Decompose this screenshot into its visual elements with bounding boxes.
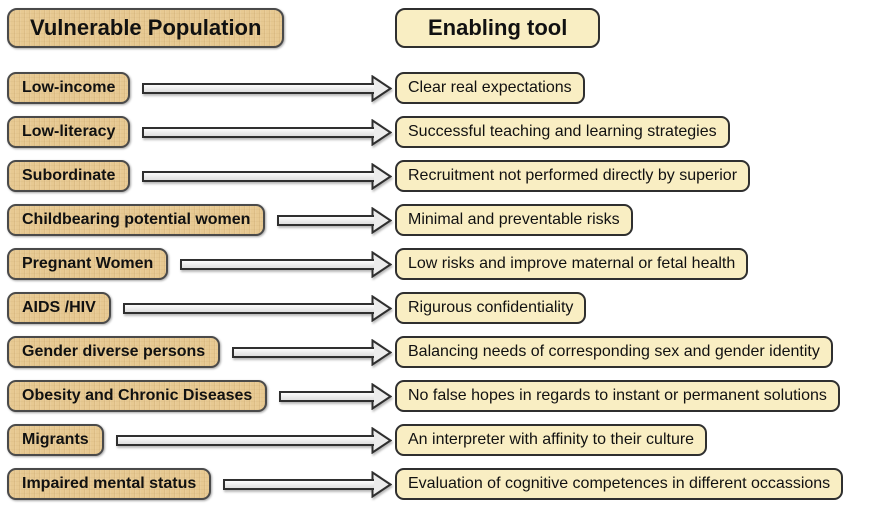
mapping-row: Migrants An interpreter with affinity to… [7, 424, 879, 456]
mapping-row: Impaired mental status Evaluation of cog… [7, 468, 879, 500]
population-tool-mapping-diagram: Vulnerable Population Enabling tool Low-… [7, 8, 879, 512]
right-arrow-icon [115, 426, 392, 454]
right-arrow-icon [122, 294, 392, 322]
tool-box: Evaluation of cognitive competences in d… [395, 468, 844, 500]
tool-box: Balancing needs of corresponding sex and… [395, 336, 833, 368]
population-box: Impaired mental status [7, 468, 212, 500]
tool-box: Rigurous confidentiality [395, 292, 587, 324]
population-box: Subordinate [7, 160, 131, 192]
right-arrow-icon [279, 382, 392, 410]
mapping-row: Subordinate Recruitment not performed di… [7, 160, 879, 192]
mapping-row: Low-income Clear real expectations [7, 72, 879, 104]
population-box: AIDS /HIV [7, 292, 111, 324]
right-arrow-icon [223, 470, 392, 498]
tool-box: No false hopes in regards to instant or … [395, 380, 840, 412]
tool-box: Successful teaching and learning strateg… [395, 116, 730, 148]
tool-box: Recruitment not performed directly by su… [395, 160, 751, 192]
population-box: Obesity and Chronic Diseases [7, 380, 268, 412]
right-arrow-icon [180, 250, 392, 278]
population-column-header: Vulnerable Population [7, 8, 285, 48]
right-arrow-icon [142, 162, 392, 190]
mapping-row: Childbearing potential women Minimal and… [7, 204, 879, 236]
population-box: Childbearing potential women [7, 204, 266, 236]
tool-box: Minimal and preventable risks [395, 204, 633, 236]
header-row: Vulnerable Population Enabling tool [7, 8, 879, 48]
mapping-row: Gender diverse persons Balancing needs o… [7, 336, 879, 368]
tool-box: Low risks and improve maternal or fetal … [395, 248, 749, 280]
tool-column-header: Enabling tool [395, 8, 601, 48]
mapping-row: Obesity and Chronic Diseases No false ho… [7, 380, 879, 412]
mapping-row: Low-literacy Successful teaching and lea… [7, 116, 879, 148]
right-arrow-icon [232, 338, 392, 366]
population-box: Pregnant Women [7, 248, 169, 280]
tool-box: Clear real expectations [395, 72, 585, 104]
right-arrow-icon [142, 74, 392, 102]
population-box: Low-literacy [7, 116, 131, 148]
right-arrow-icon [142, 118, 392, 146]
tool-box: An interpreter with affinity to their cu… [395, 424, 708, 456]
population-box: Low-income [7, 72, 131, 104]
population-box: Gender diverse persons [7, 336, 221, 368]
mapping-row: AIDS /HIV Rigurous confidentiality [7, 292, 879, 324]
population-box: Migrants [7, 424, 104, 456]
mapping-row: Pregnant Women Low risks and improve mat… [7, 248, 879, 280]
right-arrow-icon [277, 206, 392, 234]
